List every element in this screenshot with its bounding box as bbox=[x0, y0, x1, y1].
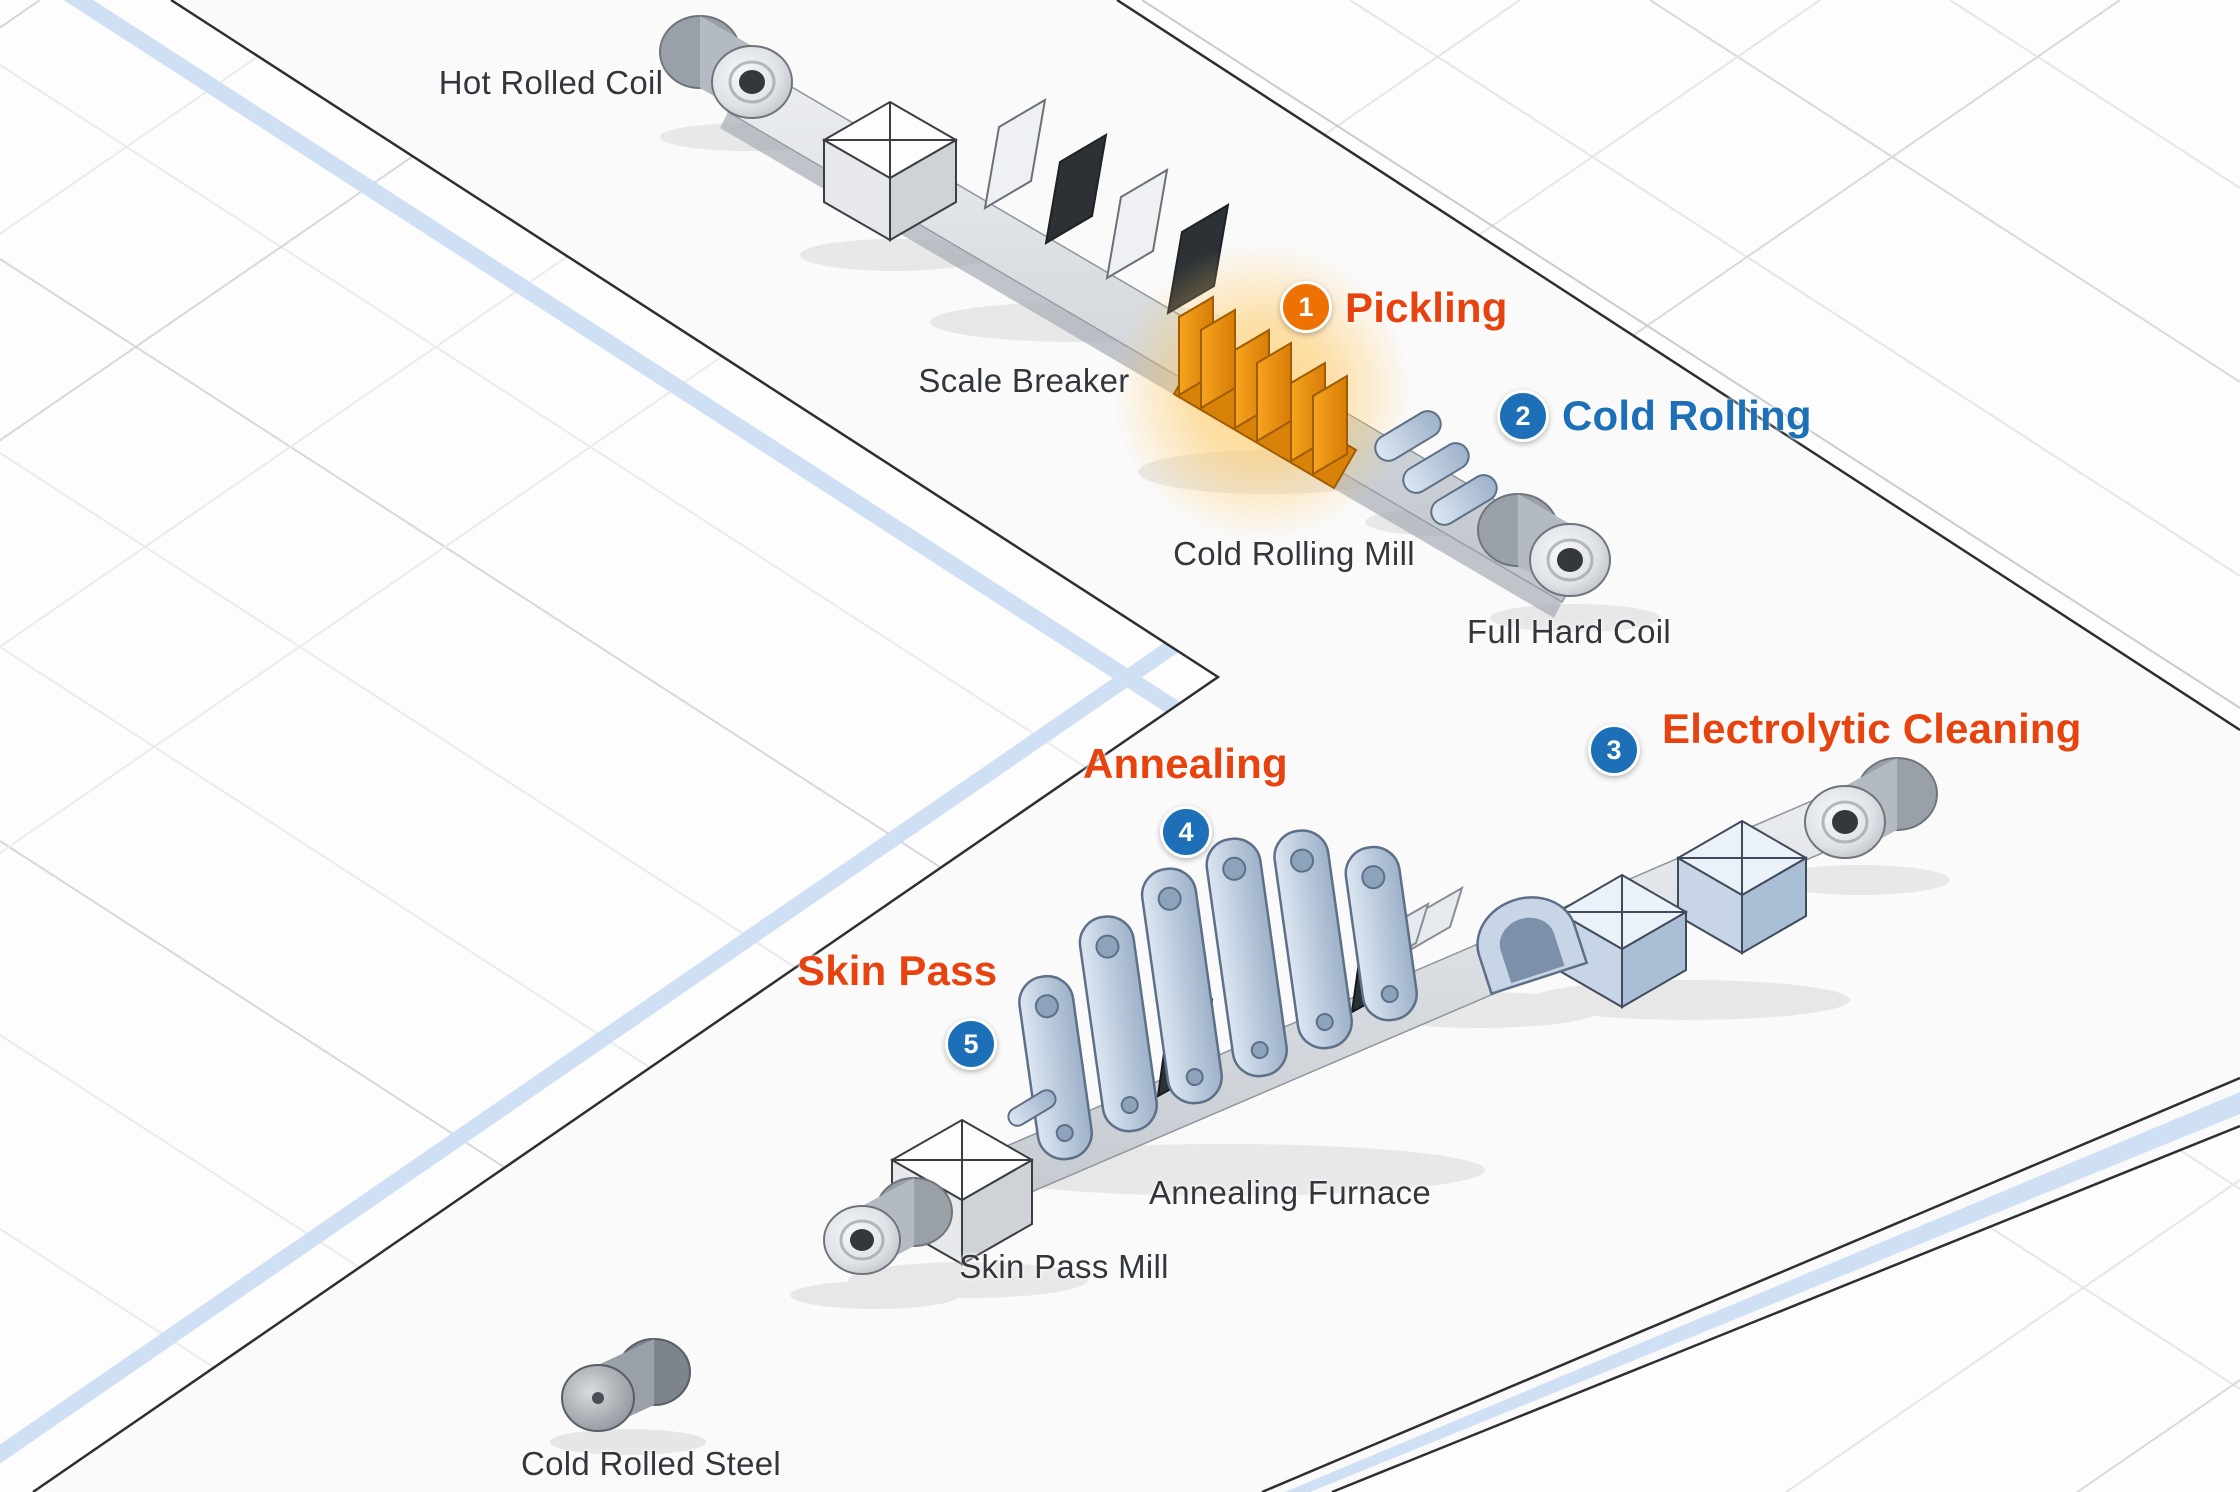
skin-pass-mill-label: Skin Pass Mill bbox=[959, 1248, 1169, 1285]
floor-bottomright-edge-outer bbox=[1261, 1076, 2240, 1492]
step-2-label: Cold Rolling bbox=[1562, 392, 1812, 439]
pickling-illustration bbox=[1112, 242, 1412, 542]
step-5-badge: 5 bbox=[945, 1018, 997, 1070]
floor-stripe-bottomright bbox=[1285, 1092, 2240, 1492]
entry-welder-box bbox=[821, 100, 959, 242]
step-4-label: Annealing bbox=[1083, 740, 1288, 787]
cold-rolling-mill-illustration bbox=[1374, 410, 1498, 526]
floor-left-edge bbox=[32, 0, 1221, 1492]
finishing-line bbox=[790, 757, 1950, 1309]
cold-rolled-steel-illustration bbox=[550, 1338, 706, 1455]
pickling-cold-rolling-line bbox=[659, 15, 1660, 632]
cold-rolling-mill-label: Cold Rolling Mill bbox=[1173, 535, 1415, 572]
entry-coil-illustration bbox=[1804, 757, 1938, 859]
full-hard-coil-illustration bbox=[1477, 493, 1611, 597]
annealing-furnace-illustration bbox=[1018, 829, 1418, 1161]
step-4-badge: 4 bbox=[1160, 806, 1212, 858]
exit-coil-illustration bbox=[823, 1177, 953, 1275]
full-hard-coil-label: Full Hard Coil bbox=[1466, 613, 1672, 650]
step-2-badge: 2 bbox=[1497, 390, 1549, 442]
step-5-label: Skin Pass bbox=[797, 947, 998, 994]
step-1-label: Pickling bbox=[1345, 284, 1508, 331]
cold-rolled-steel-label: Cold Rolled Steel bbox=[520, 1445, 782, 1482]
floor-stripe-left-bottom bbox=[0, 572, 1218, 1492]
step-3-label: Electrolytic Cleaning bbox=[1662, 705, 2082, 752]
floor-bottomright-edge-inner bbox=[1331, 1124, 2240, 1492]
cleaning-hood-illustration bbox=[1476, 896, 1589, 996]
scale-breaker-label: Scale Breaker bbox=[918, 362, 1130, 399]
hot-rolled-coil-illustration bbox=[659, 15, 793, 119]
floor-stripe-left-top bbox=[14, 0, 1218, 809]
annealing-furnace-label: Annealing Furnace bbox=[1148, 1174, 1432, 1211]
skin-pass-roller bbox=[1007, 1089, 1057, 1127]
floor-right-edge bbox=[1116, 0, 2240, 732]
hot-rolled-coil-label: Hot Rolled Coil bbox=[438, 64, 664, 101]
floor-right-edge-inner bbox=[1141, 0, 2240, 709]
step-1-badge: 1 bbox=[1280, 281, 1332, 333]
step-3-badge: 3 bbox=[1588, 724, 1640, 776]
